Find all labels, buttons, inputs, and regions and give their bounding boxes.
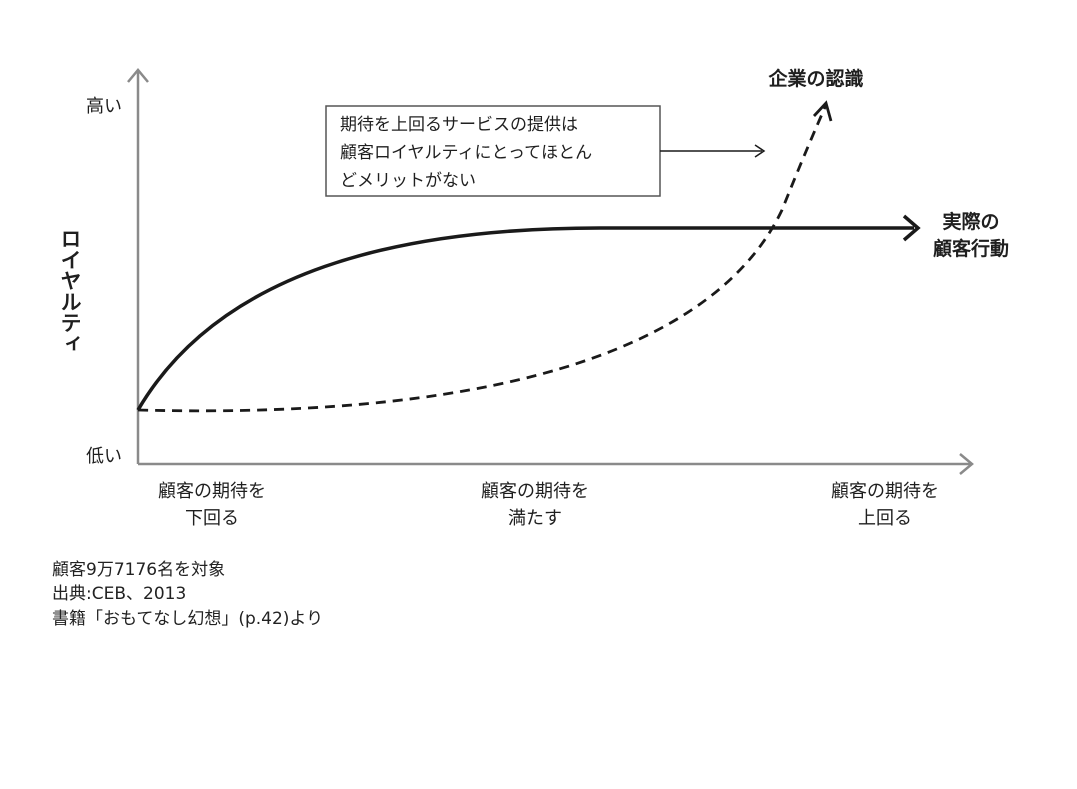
annotation-box: 期待を上回るサービスの提供は 顧客ロイヤルティにとってほとん どメリットがない bbox=[325, 105, 661, 197]
x-tick-1: 顧客の期待を 満たす bbox=[481, 481, 589, 529]
annotation-arrowhead bbox=[754, 144, 766, 158]
series-perception-label: 企業の認識 bbox=[767, 67, 863, 90]
x-tick-label: 顧客の期待を bbox=[481, 481, 589, 502]
series-actual-label: 顧客行動 bbox=[933, 237, 1009, 260]
series-actual-arrowhead bbox=[902, 214, 921, 242]
y-low-label: 低い bbox=[86, 446, 122, 467]
series-perception-arrowhead bbox=[812, 100, 833, 122]
x-tick-2: 顧客の期待を 上回る bbox=[831, 481, 939, 529]
annotation-line: どメリットがない bbox=[340, 171, 476, 191]
x-tick-0: 顧客の期待を 下回る bbox=[158, 481, 266, 529]
series-actual-line bbox=[136, 226, 914, 411]
x-tick-label: 顧客の期待を bbox=[158, 481, 266, 502]
series-perception-line bbox=[137, 104, 828, 413]
x-tick-label: 上回る bbox=[858, 508, 912, 529]
annotation-line: 期待を上回るサービスの提供は bbox=[340, 115, 578, 135]
annotation-line: 顧客ロイヤルティにとってほとん bbox=[340, 143, 592, 163]
y-axis-title: ロイヤルティ bbox=[58, 228, 82, 354]
caption-line-2: 出典:CEB、2013 bbox=[52, 584, 187, 604]
x-axis-arrowhead bbox=[959, 453, 974, 475]
x-tick-label: 満たす bbox=[508, 508, 562, 529]
y-high-label: 高い bbox=[86, 96, 122, 117]
x-tick-label: 顧客の期待を bbox=[831, 481, 939, 502]
x-tick-label: 下回る bbox=[185, 508, 239, 529]
series-actual-label: 実際の bbox=[942, 210, 999, 233]
caption-line-3: 書籍「おもてなし幻想」(p.42)より bbox=[52, 609, 324, 629]
caption-line-1: 顧客9万7176名を対象 bbox=[52, 560, 226, 580]
y-axis-arrowhead bbox=[127, 68, 149, 83]
